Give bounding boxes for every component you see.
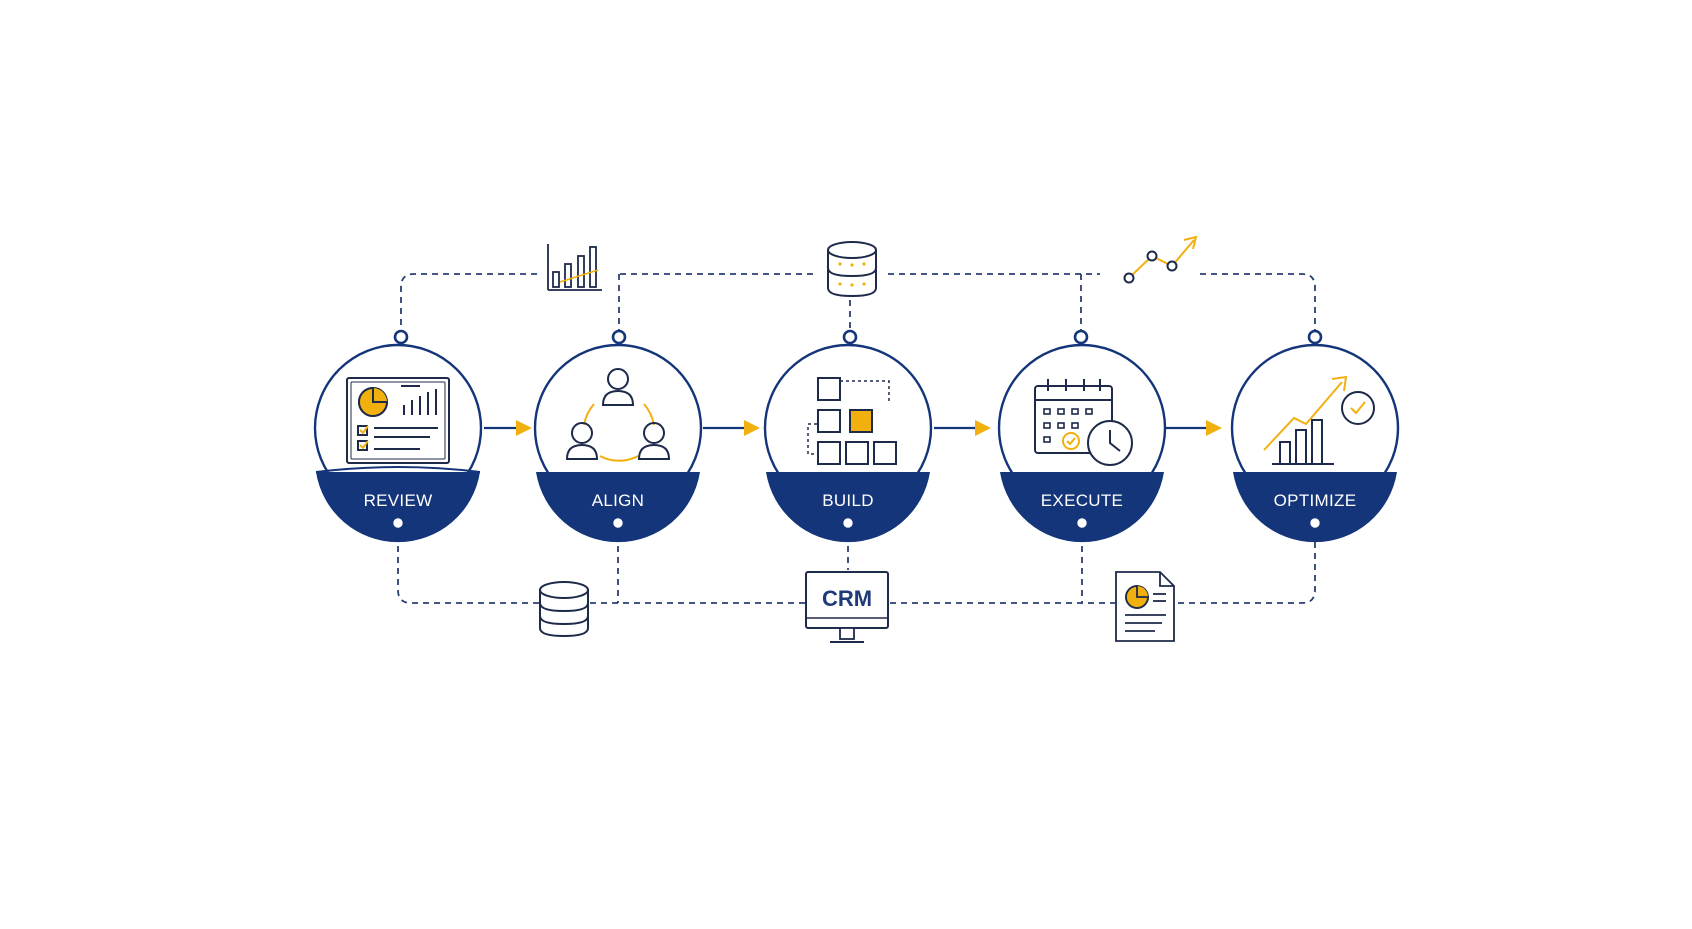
bottom-connector-end [1178, 524, 1316, 604]
node-icon [610, 515, 626, 531]
crm-monitor-icon: CRM [805, 571, 889, 643]
stage-review[interactable]: REVIEW [313, 329, 483, 543]
node-icon [842, 329, 858, 345]
growth-chart-check-icon [1263, 375, 1375, 465]
top-connector-left [400, 273, 540, 336]
database-icon [539, 581, 589, 638]
building-blocks-icon [807, 377, 897, 465]
arrow-icon [1166, 420, 1222, 436]
dashboard-report-icon [346, 377, 450, 464]
node-icon [1307, 515, 1323, 531]
node-icon [1073, 329, 1089, 345]
pie-report-document-icon [1115, 571, 1175, 642]
stage-label: ALIGN [592, 491, 645, 510]
team-cycle-icon [565, 368, 671, 462]
stage-execute[interactable]: EXECUTE [997, 329, 1167, 543]
stage-build[interactable]: BUILD [763, 329, 933, 543]
database-icon [827, 241, 877, 298]
node-icon [840, 515, 856, 531]
stage-label: BUILD [822, 491, 874, 510]
arrow-icon [934, 420, 991, 436]
bar-chart-icon [547, 244, 602, 291]
arrow-icon [703, 420, 760, 436]
flow-arrows [484, 420, 1222, 436]
stage-label: EXECUTE [1041, 491, 1123, 510]
node-icon [1307, 329, 1323, 345]
node-icon [393, 329, 409, 345]
node-icon [390, 515, 406, 531]
calendar-clock-icon [1034, 379, 1133, 466]
bottom-connector-left [397, 524, 540, 604]
stage-label: REVIEW [364, 491, 433, 510]
arrow-icon [484, 420, 532, 436]
stage-optimize[interactable]: OPTIMIZE [1230, 329, 1400, 543]
stage-label: OPTIMIZE [1274, 491, 1357, 510]
trend-line-icon [1123, 235, 1198, 284]
node-icon [611, 329, 627, 345]
node-icon [1074, 515, 1090, 531]
crm-label: CRM [822, 586, 872, 611]
top-connector-end [1200, 273, 1316, 336]
stage-align[interactable]: ALIGN [533, 329, 703, 543]
